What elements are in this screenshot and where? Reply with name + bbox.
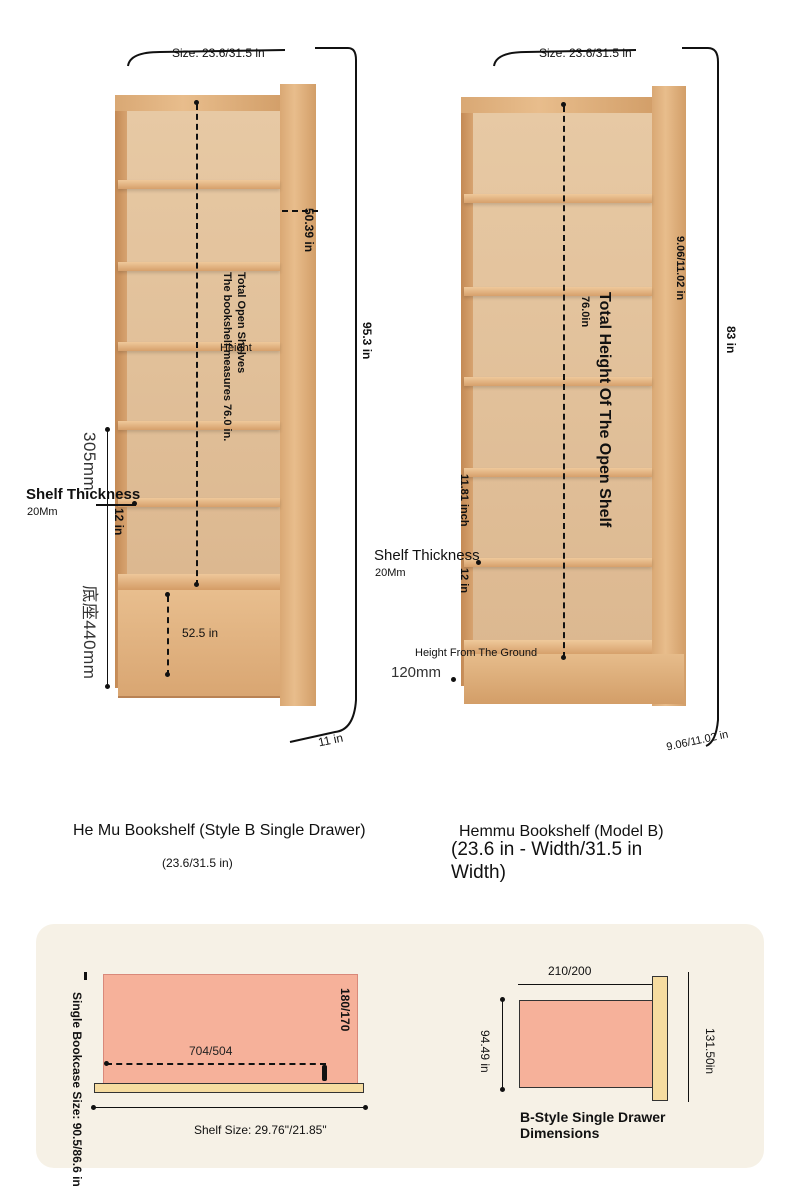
drawer-base-board <box>94 1083 364 1093</box>
left-shelf-4 <box>118 421 280 430</box>
left-top-cap <box>115 95 285 111</box>
left-open-shelves-line2: The bookshelf measures 76.0 in. <box>221 272 233 442</box>
drawer-side-box <box>519 1000 653 1088</box>
right-top-size: Size: 23.6/31.5 in <box>539 46 632 60</box>
right-shelf-4 <box>464 468 652 477</box>
left-drawer-dim <box>167 596 169 676</box>
left-drawer-height: 52.5 in <box>182 626 219 640</box>
bookcase-size: Single Bookcase Size: 90.5/86.6 in <box>70 992 84 1186</box>
drawer-inner-height: 180/170 <box>338 988 352 1032</box>
left-height-label: Height <box>220 342 252 354</box>
right-shelf-2 <box>464 287 652 296</box>
shelf-size: Shelf Size: 29.76"/21.85" <box>194 1123 327 1137</box>
right-bottom-board <box>464 640 652 654</box>
right-side-panel <box>461 100 473 686</box>
left-title: He Mu Bookshelf (Style B Single Drawer) <box>73 822 366 839</box>
right-shelf-thickness: Shelf Thickness <box>374 547 480 564</box>
right-top-cap <box>461 97 656 113</box>
right-open-shelf-label: Total Height Of The Open Shelf <box>596 292 613 528</box>
left-drawer-top <box>118 574 280 590</box>
right-shelf-1 <box>464 194 652 203</box>
right-base <box>464 654 684 704</box>
right-dimension-bracket <box>493 47 719 747</box>
left-shelf-gap: 12 in <box>112 508 126 536</box>
right-shelf-gap-1: 11.81 inch <box>458 474 470 527</box>
drawer-inner-width: 704/504 <box>189 1044 233 1058</box>
left-open-shelves-line1: Total Open Shelves <box>235 272 247 374</box>
right-ground-label: Height From The Ground <box>415 647 538 659</box>
left-top-size: Size: 23.6/31.5 in <box>172 46 265 60</box>
left-total-height: 95.3 in <box>360 322 374 360</box>
left-depth-top: 50.39 in <box>302 208 316 253</box>
left-shelf-5 <box>118 498 280 507</box>
left-shelf-thickness: Shelf Thickness <box>26 486 141 503</box>
left-shelf-1 <box>118 180 280 189</box>
left-shelf-2 <box>118 262 280 271</box>
drawer-front-box <box>103 974 358 1084</box>
left-right-panel <box>280 84 316 706</box>
right-shelf-3 <box>464 377 652 386</box>
right-ground-value: 120mm <box>391 664 442 681</box>
drawer-side-right: 131.50in <box>703 1028 717 1075</box>
right-right-panel <box>652 86 686 706</box>
drawer-title: B-Style Single Drawer Dimensions <box>520 1109 666 1141</box>
right-total-height: 83 in <box>724 326 738 354</box>
left-base-dim <box>107 430 108 686</box>
right-depth-side: 9.06/11.02 in <box>674 236 686 301</box>
right-open-shelf-value: 76.0in <box>579 296 591 328</box>
right-shelf-gap-2: 12 in <box>458 568 470 594</box>
left-side-overlay: 305mm 底座440mm <box>80 432 99 680</box>
right-shelf-thickness-value: 20Mm <box>375 567 406 579</box>
right-title: Hemmu Bookshelf (Model B) <box>459 823 664 840</box>
left-shelf-3 <box>118 342 280 351</box>
left-drawer-front[interactable] <box>118 590 280 698</box>
drawer-side-left: 94.49 in <box>478 1030 492 1073</box>
right-subtitle: (23.6 in - Width/31.5 in Width) <box>451 839 643 883</box>
right-open-shelf-dim <box>563 106 565 658</box>
left-open-shelf-dim <box>196 104 198 586</box>
drawer-side-top: 210/200 <box>548 964 592 978</box>
left-dimension-bracket <box>127 47 357 743</box>
right-shelf-5 <box>464 558 652 567</box>
left-depth-dim <box>282 210 318 212</box>
left-side-panel <box>115 98 127 688</box>
left-subtitle: (23.6/31.5 in) <box>162 856 233 870</box>
left-shelf-thickness-value: 20Mm <box>27 506 58 518</box>
drawer-side-front <box>652 976 668 1101</box>
